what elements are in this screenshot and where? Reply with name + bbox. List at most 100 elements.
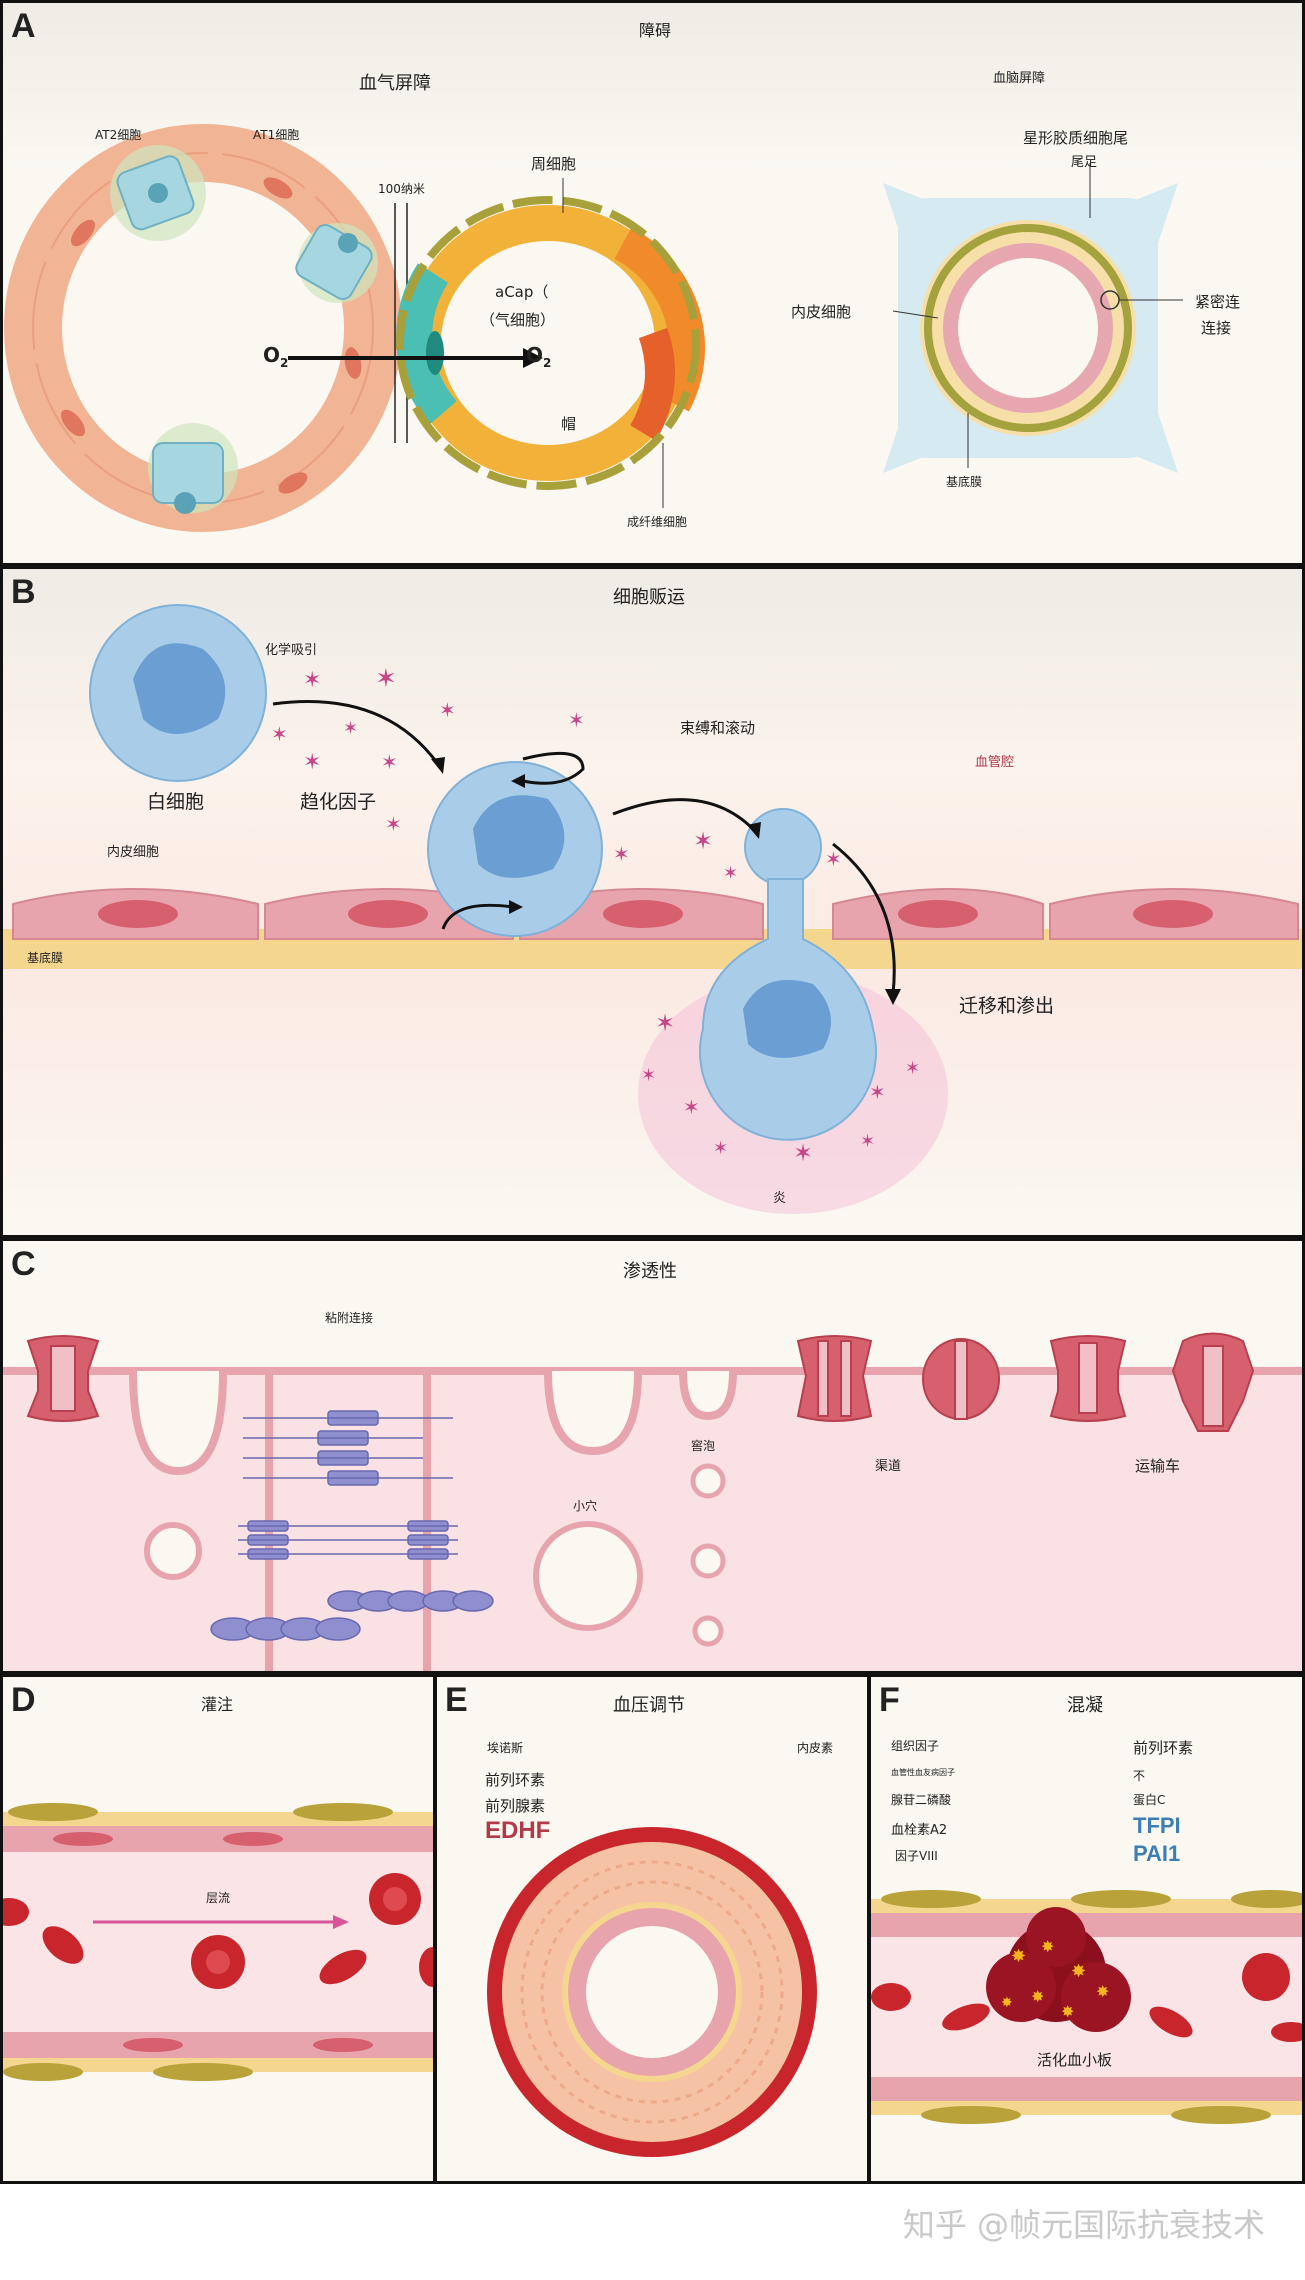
fibroblast-label: 成纤维细胞 bbox=[627, 515, 688, 529]
chemoattraction-label: 化学吸引 bbox=[265, 643, 318, 658]
bbb-vessel bbox=[883, 183, 1178, 473]
laminar-flow-label: 层流 bbox=[206, 1891, 231, 1905]
svg-text:✶: ✶ bbox=[375, 664, 397, 694]
bbb-title: 血脑屏障 bbox=[993, 71, 1046, 86]
svg-text:✶: ✶ bbox=[683, 1095, 700, 1119]
svg-text:✶: ✶ bbox=[723, 863, 738, 884]
panel-b-letter: B bbox=[11, 573, 36, 611]
svg-text:✶: ✶ bbox=[439, 698, 456, 722]
at2-label: AT2细胞 bbox=[95, 128, 142, 142]
panel-a: A 障碍 血气屏障 血脑屏障 AT2细胞 AT1细胞 100纳米 周细胞 aCa… bbox=[0, 0, 1305, 566]
activated-platelet-label: 活化血小板 bbox=[1037, 2051, 1113, 2069]
lumen-label: 血管腔 bbox=[975, 755, 1015, 770]
svg-text:✸: ✸ bbox=[1071, 1961, 1086, 1982]
panel-b-title: 细胞贩运 bbox=[613, 587, 685, 608]
panel-e-letter: E bbox=[445, 1681, 468, 1719]
basement-label-a: 基底膜 bbox=[946, 475, 983, 489]
svg-text:✸: ✸ bbox=[1096, 1982, 1109, 2001]
panel-a-title: 障碍 bbox=[639, 21, 672, 40]
prostacyclin-label: 前列环素 bbox=[485, 1771, 546, 1789]
inflammation-label: 炎 bbox=[773, 1191, 787, 1206]
panel-d-letter: D bbox=[11, 1681, 36, 1719]
panel-b-illustration: ✶ ✶ ✶ ✶ ✶ ✶ ✶ ✶ ✶ ✶ ✶ ✶ ✶ ✶ ✶ ✶ ✶ ✶ ✶ ✶ … bbox=[3, 604, 1302, 1214]
adherens-label: 粘附连接 bbox=[325, 1311, 374, 1325]
panel-c-title: 渗透性 bbox=[623, 1261, 677, 1282]
astrocyte-label-2: 尾足 bbox=[1071, 155, 1098, 170]
migration-label: 迁移和渗出 bbox=[959, 995, 1055, 1017]
panel-f-letter: F bbox=[879, 1681, 900, 1719]
panel-f-illustration: ✸ ✸ ✸ ✸ ✸ ✸ ✸ bbox=[871, 1890, 1302, 2124]
edhf-label: EDHF bbox=[485, 1817, 551, 1844]
svg-text:✶: ✶ bbox=[271, 722, 288, 746]
leukocyte-label: 白细胞 bbox=[147, 791, 205, 813]
svg-text:✶: ✶ bbox=[641, 1065, 656, 1086]
panel-e: E 血压调节 埃诺斯 内皮素 前列环素 前列腺素 EDHF bbox=[434, 1674, 870, 2184]
adp-label: 腺苷二磷酸 bbox=[891, 1793, 952, 1807]
tether-roll-label: 束缚和滚动 bbox=[680, 719, 756, 737]
svg-text:✶: ✶ bbox=[655, 1009, 675, 1037]
membrane-proteins bbox=[26, 1332, 1255, 1432]
basement-label-b: 基底膜 bbox=[27, 951, 64, 965]
svg-text:✶: ✶ bbox=[303, 750, 321, 775]
svg-text:✸: ✸ bbox=[1001, 1995, 1013, 2011]
panel-d: D 灌注 层流 bbox=[0, 1674, 436, 2184]
acap-capillary bbox=[396, 196, 705, 490]
factor-viii-label: 因子VIII bbox=[895, 1849, 938, 1863]
alveolus bbox=[4, 124, 402, 532]
acap-label-1: aCap（ bbox=[495, 283, 549, 301]
platelet-clot: ✸ ✸ ✸ ✸ ✸ ✸ ✸ bbox=[986, 1907, 1131, 2032]
o2-left: O2 bbox=[263, 343, 289, 370]
panel-b: ✶ ✶ ✶ ✶ ✶ ✶ ✶ ✶ ✶ ✶ ✶ ✶ ✶ ✶ ✶ ✶ ✶ ✶ ✶ ✶ … bbox=[0, 566, 1305, 1238]
panel-c-letter: C bbox=[11, 1245, 36, 1283]
enos-label: 埃诺斯 bbox=[487, 1741, 524, 1755]
panel-e-illustration bbox=[487, 1827, 817, 2157]
panel-d-illustration bbox=[3, 1803, 433, 2081]
chemokine-label: 趋化因子 bbox=[300, 791, 377, 813]
blood-gas-barrier-title: 血气屏障 bbox=[359, 73, 431, 94]
endothelin-label: 内皮素 bbox=[797, 1741, 834, 1755]
watermark: 知乎 @帧元国际抗衰技术 bbox=[902, 2206, 1265, 2244]
nm100-label: 100纳米 bbox=[378, 182, 425, 196]
svg-text:✶: ✶ bbox=[825, 847, 842, 871]
svg-text:✶: ✶ bbox=[713, 1138, 728, 1159]
caveolae-label: 窖泡 bbox=[691, 1439, 716, 1453]
svg-text:✶: ✶ bbox=[381, 750, 398, 774]
pit-label: 小穴 bbox=[573, 1499, 598, 1513]
svg-text:✶: ✶ bbox=[385, 812, 402, 836]
vwf-label: 血管性血友病因子 bbox=[891, 1768, 955, 1777]
svg-text:✶: ✶ bbox=[613, 842, 630, 866]
acap-label-2: （气细胞） bbox=[480, 311, 556, 329]
svg-text:✶: ✶ bbox=[905, 1058, 920, 1079]
svg-text:✶: ✶ bbox=[693, 827, 713, 855]
endothelial-label-b: 内皮细胞 bbox=[107, 845, 160, 860]
cap-label: 帽 bbox=[561, 415, 577, 433]
panel-f: ✸ ✸ ✸ ✸ ✸ ✸ ✸ F 混凝 组织因子 血管性血友病因子 腺苷二磷酸 血… bbox=[868, 1674, 1305, 2184]
svg-text:✸: ✸ bbox=[1011, 1946, 1026, 1967]
astrocyte-label-1: 星形胶质细胞尾 bbox=[1023, 129, 1129, 147]
tight-junction-label-2: 连接 bbox=[1201, 319, 1232, 337]
panel-c: C 渗透性 粘附连接 窖泡 小穴 渠道 运输车 bbox=[0, 1238, 1305, 1674]
prostacyclin-label-f: 前列环素 bbox=[1133, 1739, 1194, 1757]
svg-text:✶: ✶ bbox=[860, 1131, 875, 1152]
svg-text:✶: ✶ bbox=[343, 718, 358, 739]
chemokines: ✶ ✶ ✶ ✶ ✶ ✶ ✶ ✶ ✶ ✶ ✶ ✶ ✶ ✶ ✶ ✶ ✶ ✶ ✶ ✶ … bbox=[271, 664, 920, 1167]
svg-text:✶: ✶ bbox=[568, 708, 585, 732]
o2-right: O2 bbox=[526, 343, 552, 370]
panel-f-title: 混凝 bbox=[1067, 1695, 1103, 1716]
pericyte-label: 周细胞 bbox=[531, 155, 577, 173]
panel-a-letter: A bbox=[11, 7, 36, 45]
panel-e-title: 血压调节 bbox=[613, 1695, 685, 1716]
tissue-factor-label: 组织因子 bbox=[891, 1739, 940, 1753]
txa2-label: 血栓素A2 bbox=[891, 1823, 948, 1838]
transporter-label: 运输车 bbox=[1135, 1457, 1181, 1475]
tight-junction-label-1: 紧密连 bbox=[1195, 293, 1241, 311]
svg-text:✶: ✶ bbox=[303, 668, 321, 693]
no-label: 不 bbox=[1133, 1769, 1146, 1783]
endothelial-label: 内皮细胞 bbox=[791, 303, 852, 321]
pai1-label: PAI1 bbox=[1133, 1841, 1181, 1866]
protein-c-label: 蛋白C bbox=[1133, 1793, 1166, 1807]
svg-text:✶: ✶ bbox=[869, 1080, 886, 1104]
panel-c-illustration bbox=[3, 1332, 1302, 1671]
panel-d-title: 灌注 bbox=[201, 1695, 234, 1714]
endothelial-layer bbox=[12, 888, 1299, 940]
